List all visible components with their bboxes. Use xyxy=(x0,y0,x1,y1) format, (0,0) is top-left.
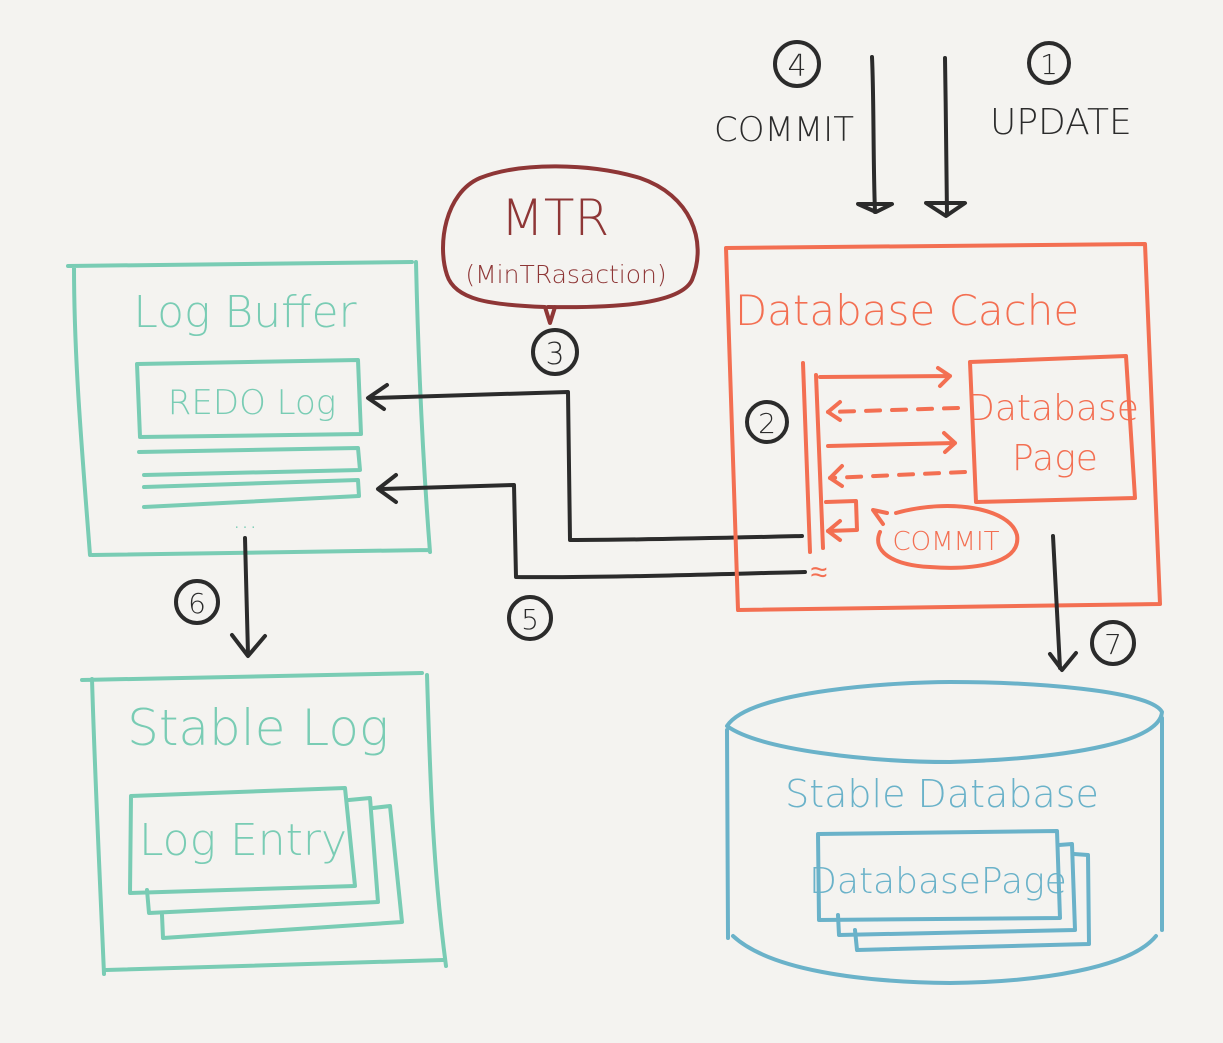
log-buffer-border xyxy=(66,260,432,557)
step-2-number: 2 xyxy=(758,407,776,440)
stable-database-title: Stable Database xyxy=(785,772,1099,816)
commit-record-arrowhead xyxy=(826,519,842,542)
log-buffer-title: Log Buffer xyxy=(133,287,357,338)
cache-log-strip-inner xyxy=(814,373,825,550)
write-arrow-1 xyxy=(818,366,952,388)
undo-arrow-1 xyxy=(826,406,960,414)
undo-arrow-2 xyxy=(828,470,967,480)
database-cache-border xyxy=(724,242,1162,612)
mtr-bubble-outline xyxy=(441,164,700,325)
update-label: UPDATE xyxy=(990,102,1132,143)
stable-log-title: Stable Log xyxy=(127,699,389,757)
redo-log-box xyxy=(135,358,363,439)
commit-label: COMMIT xyxy=(714,110,854,150)
write-arrow-2 xyxy=(826,431,957,454)
commit-record-box xyxy=(824,499,859,533)
cache-log-tilde: ≈ xyxy=(811,555,827,590)
step-7-badge: 7 xyxy=(1090,620,1136,666)
step-3-badge: 3 xyxy=(531,328,579,376)
step-1-badge: 1 xyxy=(1027,41,1071,85)
step-7-number: 7 xyxy=(1104,628,1122,661)
cylinder-top xyxy=(725,680,1164,764)
commit-arrow xyxy=(870,55,877,214)
step-4-badge: 4 xyxy=(773,40,821,88)
cache-commit-label: COMMIT xyxy=(892,527,999,557)
cache-page-label-line2: Page xyxy=(1012,438,1098,479)
flush-log-arrow xyxy=(243,536,250,656)
mtr-to-redo-arrowhead xyxy=(366,383,389,411)
update-arrow xyxy=(943,56,949,217)
cylinder-left-side xyxy=(725,728,730,940)
log-entry-card-1 xyxy=(128,786,357,895)
commit-arrowhead xyxy=(856,202,894,214)
undo-arrowhead-1 xyxy=(826,400,842,422)
database-cache: Database Cache ≈ Database Page COMMIT xyxy=(724,242,1162,612)
flush-page-arrowhead xyxy=(1048,651,1078,672)
mtr-to-redo-arrow xyxy=(370,390,804,542)
commit-bubble xyxy=(876,504,1020,570)
log-entry-card-3 xyxy=(160,804,404,940)
redo-log-label: REDO Log xyxy=(168,383,336,423)
commit-update-arrows xyxy=(856,55,967,218)
cache-page-box xyxy=(968,354,1137,504)
stable-database: Stable Database DatabasePage xyxy=(725,680,1164,985)
log-buffer-slot-2 xyxy=(142,478,361,509)
db-page-card-2 xyxy=(836,842,1077,937)
mtr-bubble: MTR (MinTRasaction) xyxy=(441,164,700,325)
db-page-card-3 xyxy=(853,852,1091,952)
db-page-label: DatabasePage xyxy=(809,861,1067,902)
stable-log-border xyxy=(80,671,448,976)
log-entry-card-2 xyxy=(145,796,380,915)
cache-log-strip-outer xyxy=(801,361,812,554)
step-5-number: 5 xyxy=(521,603,539,636)
cylinder-bottom xyxy=(731,934,1158,985)
mtr-subtitle: (MinTRasaction) xyxy=(465,260,666,289)
step-1-number: 1 xyxy=(1040,48,1058,81)
flush-log-arrowhead xyxy=(230,633,267,658)
commit-bubble-pointer xyxy=(871,508,889,526)
log-buffer-slot-1 xyxy=(137,446,362,477)
step-4-number: 4 xyxy=(787,49,806,84)
update-arrowhead xyxy=(924,201,967,218)
step-5-badge: 5 xyxy=(507,595,553,641)
step-3-number: 3 xyxy=(545,337,564,372)
undo-arrowhead-2 xyxy=(828,464,844,488)
log-buffer-ellipsis: ... xyxy=(233,505,258,535)
step-6-badge: 6 xyxy=(174,579,220,625)
step-6-number: 6 xyxy=(188,587,206,620)
step-2-badge: 2 xyxy=(745,400,789,444)
log-entry-label: Log Entry xyxy=(139,815,347,866)
stable-log: Stable Log Log Entry xyxy=(80,671,448,976)
cache-page-label-line1: Database xyxy=(967,388,1139,429)
cache-to-log-arrowhead xyxy=(376,473,398,504)
mtr-title: MTR xyxy=(501,189,609,247)
log-buffer: Log Buffer REDO Log ... xyxy=(66,260,432,557)
database-cache-title: Database Cache xyxy=(735,286,1079,335)
cache-to-log-arrow xyxy=(380,483,807,580)
flush-page-arrow xyxy=(1051,534,1062,670)
db-page-card-1 xyxy=(816,829,1062,922)
